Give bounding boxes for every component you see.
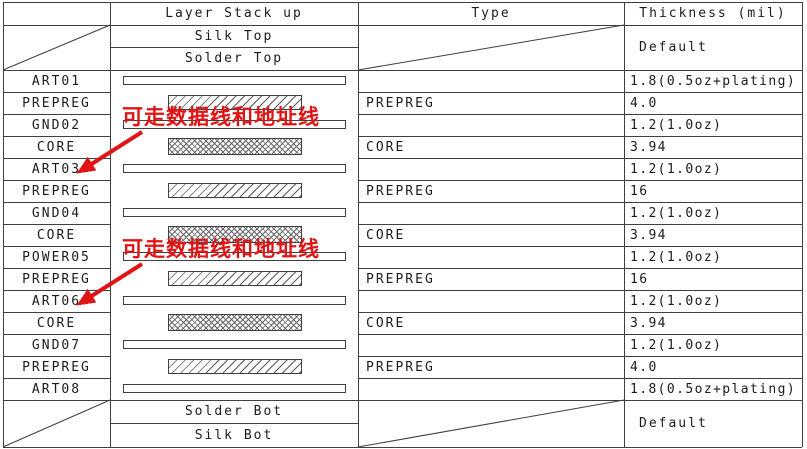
layer-bar-prepreg [168,359,302,374]
col-header-stackup: Layer Stack up [165,6,303,21]
layer-bar-prepreg [168,271,302,286]
thickness-default-top: Default [639,40,708,55]
row-solder-top: Solder Top [184,51,284,66]
annotation-text: 可走数据线和地址线 [122,105,320,129]
layer-bar-core [168,138,302,155]
layer-thickness: 4.0 [630,95,658,111]
row-solder-bot: Solder Bot [184,404,284,419]
layer-thickness: 1.2(1.0oz) [630,117,723,133]
annotation-text: 可走数据线和地址线 [122,237,320,261]
layer-thickness: 4.0 [630,359,658,375]
layer-type: PREPREG [366,359,435,375]
layer-bar-copper [123,252,346,261]
diagonal-line [2,399,111,448]
layer-bar-copper [123,76,346,85]
layer-thickness: 3.94 [630,315,667,331]
layer-name: GND07 [31,337,82,353]
layer-type: CORE [366,139,406,155]
layer-thickness: 1.2(1.0oz) [630,249,723,265]
row-silk-top: Silk Top [194,28,274,44]
layer-name: GND04 [31,205,82,221]
diagonal-line [2,24,111,71]
layer-bar-copper [123,208,346,217]
layer-thickness: 1.2(1.0oz) [630,293,723,309]
col-header-type: Type [471,6,511,21]
layer-name: CORE [36,139,77,155]
diagonal-line [357,399,625,448]
layer-name: PREPREG [22,271,91,287]
layer-thickness: 16 [630,183,649,199]
layer-bar-copper [123,384,346,393]
layer-thickness: 3.94 [630,139,667,155]
layer-type: CORE [366,227,406,243]
layer-bar-prepreg [168,95,302,110]
layer-thickness: 1.2(1.0oz) [630,205,723,221]
layer-thickness: 1.2(1.0oz) [630,161,723,177]
layer-name: ART08 [31,381,82,397]
layer-bar-copper [123,340,346,349]
layer-thickness: 3.94 [630,227,667,243]
layer-thickness: 1.2(1.0oz) [630,337,723,353]
row-silk-bot: Silk Bot [194,427,274,443]
layer-name: PREPREG [22,183,91,199]
layer-thickness: 16 [630,271,649,287]
layer-type: CORE [366,315,406,331]
layer-bar-core [168,314,302,331]
layer-type: PREPREG [366,183,435,199]
layer-bar-copper [123,164,346,173]
layer-name: GND02 [31,117,82,133]
layer-type: PREPREG [366,271,435,287]
diagonal-line [357,24,625,71]
layer-bar-copper [123,296,346,305]
layer-name: PREPREG [22,95,91,111]
layer-bar-core [168,226,302,243]
layer-name: CORE [36,315,77,331]
layer-name: ART06 [31,293,82,309]
layer-name: ART03 [31,161,82,177]
layer-bar-prepreg [168,183,302,198]
layer-name: CORE [36,227,77,243]
layer-name: POWER05 [22,249,91,265]
layer-name: PREPREG [22,359,91,375]
layer-thickness: 1.8(0.5oz+plating) [630,381,797,397]
layer-thickness: 1.8(0.5oz+plating) [630,73,797,89]
layer-name: ART01 [31,73,82,89]
layer-bar-copper [123,120,346,129]
col-header-thickness: Thickness (mil) [639,6,787,21]
layer-type: PREPREG [366,95,435,111]
thickness-default-bottom: Default [639,416,708,431]
